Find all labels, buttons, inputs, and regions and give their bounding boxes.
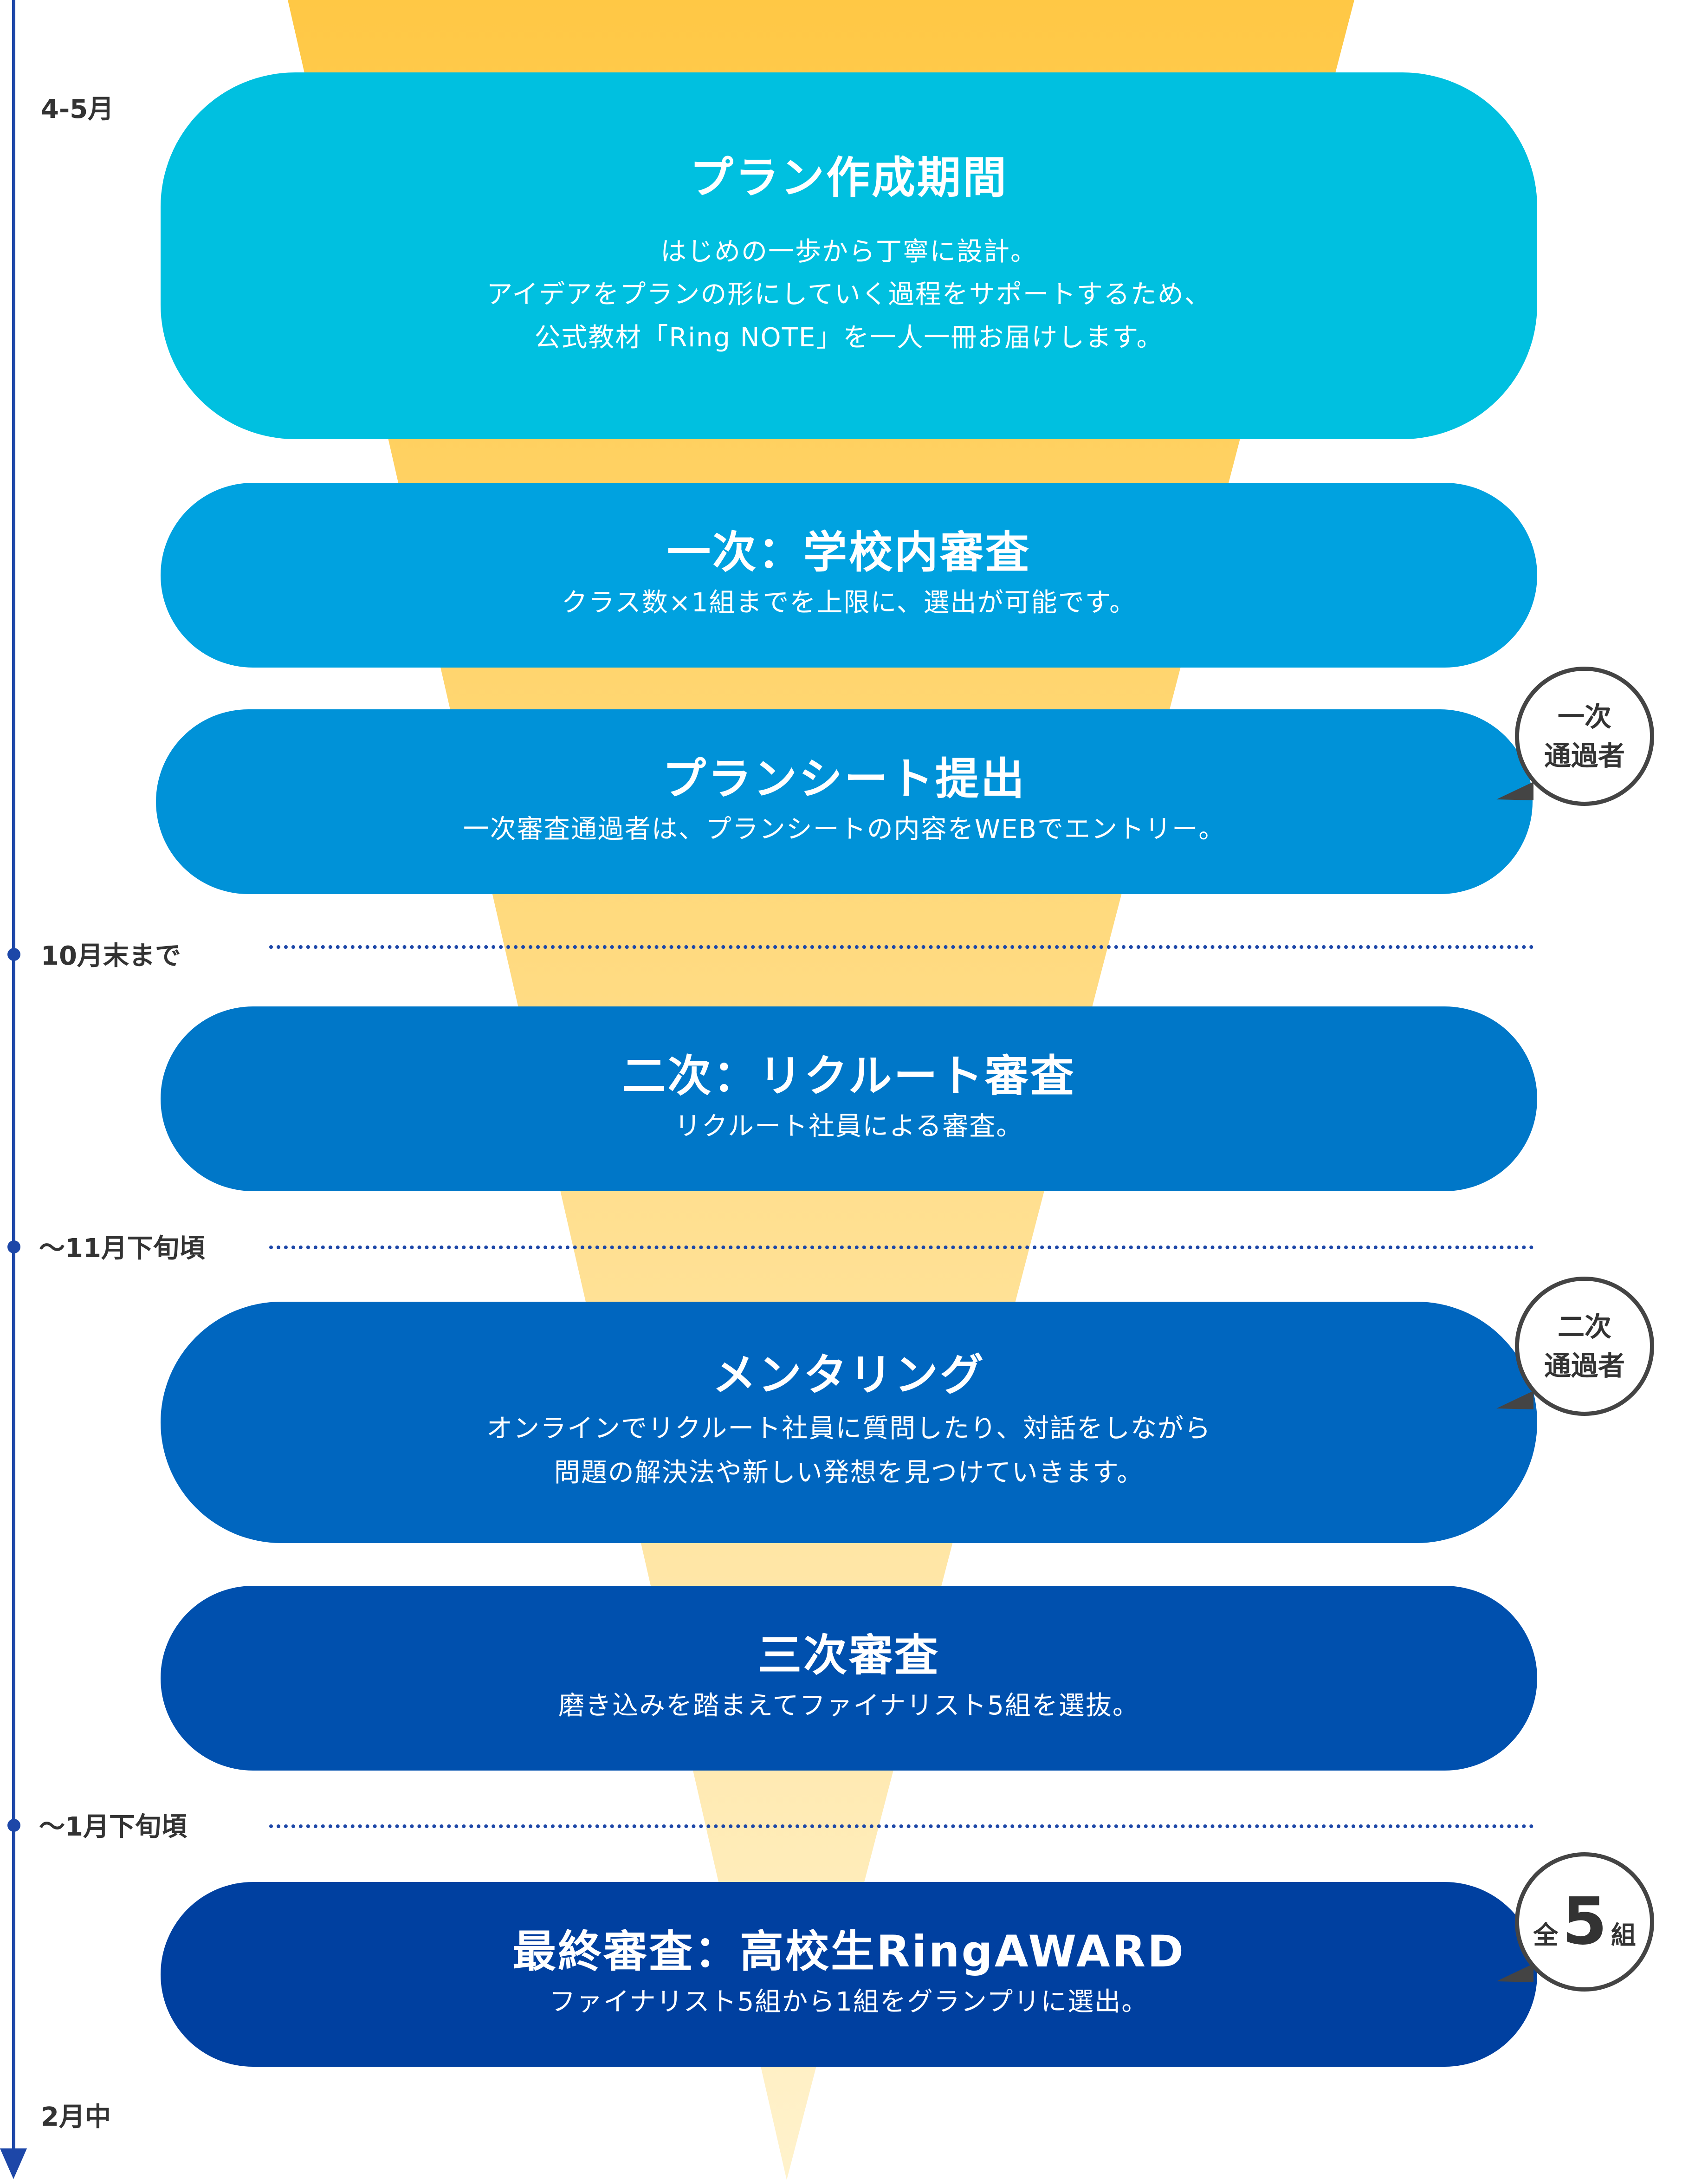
- time-label-late-nov: ～11月下旬頃: [39, 1233, 205, 1264]
- stage-title: 最終審査：高校生RingAWARD: [512, 1926, 1185, 1977]
- stage-mentoring: メンタリング オンラインでリクルート社員に質問したり、対話をしながら 問題の解決…: [161, 1302, 1537, 1543]
- bubble-line: 通過者: [1544, 1350, 1625, 1382]
- bubble-number: 5: [1562, 1884, 1607, 1959]
- stage-title: 二次：リクルート審査: [622, 1051, 1076, 1102]
- stage-final-screening: 最終審査：高校生RingAWARD ファイナリスト5組から1組をグランプリに選出…: [161, 1882, 1537, 2067]
- second-pass-bubble: 二次 通過者: [1515, 1277, 1654, 1416]
- stage-desc: クラス数×1組までを上限に、選出が可能です。: [561, 587, 1137, 618]
- bubble-tail-icon: [1496, 782, 1533, 800]
- finalists-count-bubble: 全 5 組: [1515, 1852, 1654, 1992]
- timeline-arrow-icon: [0, 2148, 27, 2179]
- stage-plan-sheet: プランシート提出 一次審査通過者は、プランシートの内容をWEBでエントリー。: [156, 709, 1533, 894]
- stage-desc: リクルート社員による審査。: [674, 1111, 1023, 1142]
- bubble-tail-icon: [1496, 1964, 1533, 1982]
- bubble-tail-icon: [1496, 1391, 1533, 1409]
- stage-desc: 一次審査通過者は、プランシートの内容をWEBでエントリー。: [463, 814, 1226, 844]
- divider-end-oct: [269, 945, 1534, 949]
- time-label-end-oct: 10月末まで: [41, 941, 181, 971]
- time-label-late-jan: ～1月下旬頃: [39, 1812, 187, 1842]
- stage-third-screening: 三次審査 磨き込みを踏まえてファイナリスト5組を選抜。: [161, 1586, 1537, 1771]
- divider-late-jan: [269, 1824, 1534, 1828]
- stage-desc: 磨き込みを踏まえてファイナリスト5組を選抜。: [558, 1690, 1139, 1721]
- divider-late-nov: [269, 1246, 1534, 1249]
- stage-desc: はじめの一歩から丁寧に設計。: [660, 236, 1037, 267]
- stage-desc: ファイナリスト5組から1組をグランプリに選出。: [549, 1986, 1149, 2017]
- bubble-prefix: 全: [1533, 1920, 1559, 1950]
- time-label-feb: 2月中: [41, 2102, 111, 2132]
- stage-desc: 問題の解決法や新しい発想を見つけていきます。: [554, 1458, 1144, 1488]
- timeline-dot: [7, 1240, 20, 1253]
- bubble-suffix: 組: [1611, 1920, 1636, 1950]
- stage-desc: アイデアをプランの形にしていく過程をサポートするため、: [486, 279, 1211, 310]
- stage-title: メンタリング: [712, 1350, 985, 1401]
- stage-first-screening: 一次：学校内審査 クラス数×1組までを上限に、選出が可能です。: [161, 483, 1537, 668]
- stage-desc: オンラインでリクルート社員に質問したり、対話をしながら: [486, 1414, 1212, 1444]
- stage-title: 一次：学校内審査: [666, 527, 1031, 578]
- bubble-line: 二次: [1557, 1311, 1611, 1343]
- stage-plan-creation: プラン作成期間 はじめの一歩から丁寧に設計。 アイデアをプランの形にしていく過程…: [161, 72, 1537, 439]
- stage-title: プラン作成期間: [689, 153, 1008, 204]
- timeline-axis: [12, 0, 15, 2154]
- timeline-dot: [7, 948, 20, 961]
- stage-desc: 公式教材「Ring NOTE」を一人一冊お届けします。: [534, 322, 1164, 353]
- first-pass-bubble: 一次 通過者: [1515, 667, 1654, 806]
- stage-second-screening: 二次：リクルート審査 リクルート社員による審査。: [161, 1006, 1537, 1191]
- time-label-apr-may: 4-5月: [41, 94, 114, 124]
- timeline-dot: [7, 1819, 20, 1832]
- bubble-count-row: 全 5 組: [1533, 1889, 1636, 1954]
- bubble-line: 通過者: [1544, 740, 1625, 772]
- bubble-line: 一次: [1557, 701, 1611, 733]
- stage-title: 三次審査: [757, 1630, 940, 1681]
- stage-title: プランシート提出: [662, 753, 1026, 805]
